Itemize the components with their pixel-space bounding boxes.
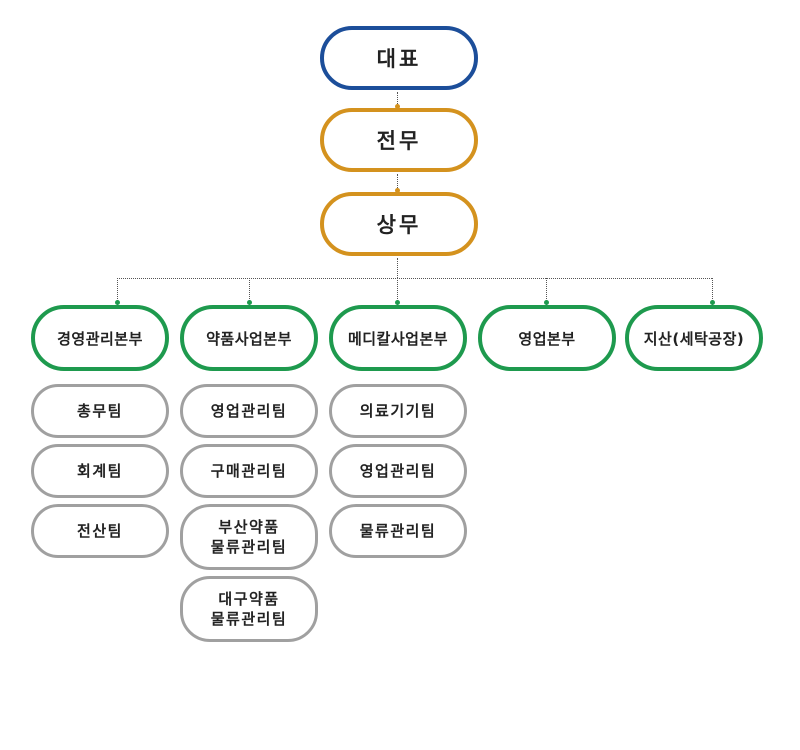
team-label: 영업관리팀 bbox=[210, 401, 288, 420]
team-label-line1: 부산약품 bbox=[218, 517, 280, 536]
team-purchasing: 구매관리팀 bbox=[180, 444, 318, 498]
connector-vp-md bbox=[397, 174, 398, 192]
division-management: 경영관리본부 bbox=[31, 305, 169, 371]
connector-node bbox=[395, 188, 400, 193]
ceo-label: 대표 bbox=[376, 47, 422, 71]
division-label: 메디칼사업본부 bbox=[347, 329, 449, 348]
team-label: 회계팀 bbox=[77, 461, 123, 480]
managing-director-node: 상무 bbox=[320, 192, 478, 256]
connector-division-5 bbox=[712, 278, 713, 305]
connector-node bbox=[115, 300, 120, 305]
connector-node bbox=[710, 300, 715, 305]
team-logistics: 물류관리팀 bbox=[329, 504, 467, 558]
team-sales-management: 영업관리팀 bbox=[329, 444, 467, 498]
connector-division-4 bbox=[546, 278, 547, 305]
vice-president-label: 전무 bbox=[376, 129, 422, 153]
connector-md-bus bbox=[397, 258, 398, 278]
team-label: 전산팀 bbox=[77, 521, 123, 540]
team-sales-management: 영업관리팀 bbox=[180, 384, 318, 438]
ceo-node: 대표 bbox=[320, 26, 478, 90]
connector-node bbox=[544, 300, 549, 305]
team-busan-logistics: 부산약품 물류관리팀 bbox=[180, 504, 318, 570]
division-jisan-laundry: 지산(세탁공장) bbox=[625, 305, 763, 371]
connector-node bbox=[395, 104, 400, 109]
connector-division-3 bbox=[397, 278, 398, 305]
team-label: 물류관리팀 bbox=[359, 521, 437, 540]
division-pharma: 약품사업본부 bbox=[180, 305, 318, 371]
team-general-affairs: 총무팀 bbox=[31, 384, 169, 438]
team-label-line2: 물류관리팀 bbox=[210, 538, 288, 556]
team-label: 구매관리팀 bbox=[210, 461, 288, 480]
connector-division-1 bbox=[117, 278, 118, 305]
team-it: 전산팀 bbox=[31, 504, 169, 558]
team-accounting: 회계팀 bbox=[31, 444, 169, 498]
connector-bus bbox=[117, 278, 712, 279]
division-sales: 영업본부 bbox=[478, 305, 616, 371]
team-label-line1: 대구약품 bbox=[218, 589, 280, 608]
connector-ceo-vp bbox=[397, 92, 398, 108]
team-medical-devices: 의료기기팀 bbox=[329, 384, 467, 438]
connector-division-2 bbox=[249, 278, 250, 305]
division-label: 지산(세탁공장) bbox=[643, 329, 745, 348]
team-label: 영업관리팀 bbox=[359, 461, 437, 480]
managing-director-label: 상무 bbox=[376, 213, 422, 237]
team-label-line2: 물류관리팀 bbox=[210, 610, 288, 628]
team-label: 총무팀 bbox=[77, 401, 123, 420]
division-label: 약품사업본부 bbox=[206, 329, 292, 348]
vice-president-node: 전무 bbox=[320, 108, 478, 172]
connector-node bbox=[395, 300, 400, 305]
division-label: 경영관리본부 bbox=[57, 329, 143, 348]
team-label: 의료기기팀 bbox=[359, 401, 437, 420]
connector-node bbox=[247, 300, 252, 305]
division-label: 영업본부 bbox=[518, 329, 576, 348]
division-medical: 메디칼사업본부 bbox=[329, 305, 467, 371]
team-daegu-logistics: 대구약품 물류관리팀 bbox=[180, 576, 318, 642]
